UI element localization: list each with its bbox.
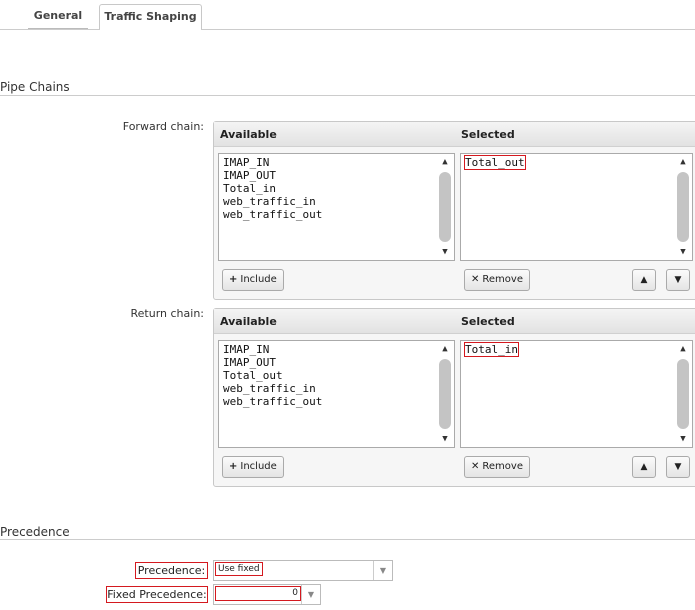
tab-traffic-shaping[interactable]: Traffic Shaping: [99, 4, 202, 29]
available-title: Available: [220, 315, 277, 328]
return-chain-label: Return chain:: [130, 307, 205, 320]
return-available-list[interactable]: IMAP_IN IMAP_OUT Total_out web_traffic_i…: [218, 340, 455, 448]
list-item[interactable]: Total_in: [223, 182, 276, 195]
scrollbar[interactable]: ▲ ▼: [438, 156, 452, 258]
chevron-down-icon: ▼: [674, 275, 682, 285]
precedence-label: Precedence:: [135, 562, 208, 579]
fixed-precedence-label: Fixed Precedence:: [106, 586, 208, 603]
return-move-down-button[interactable]: ▼: [666, 456, 690, 478]
scroll-up-icon[interactable]: ▲: [680, 157, 686, 167]
section-title-precedence: Precedence: [0, 525, 70, 539]
forward-move-up-button[interactable]: ▲: [632, 269, 656, 291]
forward-chain-label: Forward chain:: [122, 120, 204, 133]
return-move-up-button[interactable]: ▲: [632, 456, 656, 478]
forward-remove-button[interactable]: ✕Remove: [464, 269, 530, 291]
scroll-down-icon[interactable]: ▼: [680, 247, 686, 257]
selected-title: Selected: [461, 315, 515, 328]
scroll-up-icon[interactable]: ▲: [442, 344, 448, 354]
scroll-down-icon[interactable]: ▼: [442, 247, 448, 257]
chevron-down-icon: ▼: [674, 462, 682, 472]
section-divider: [0, 95, 695, 96]
list-item[interactable]: IMAP_IN: [223, 156, 270, 169]
return-chain-chooser: Available Selected IMAP_IN IMAP_OUT Tota…: [213, 308, 695, 487]
available-title: Available: [220, 128, 277, 141]
section-title-pipe-chains: Pipe Chains: [0, 80, 70, 94]
list-item[interactable]: web_traffic_in: [223, 195, 316, 208]
list-item[interactable]: web_traffic_out: [223, 208, 323, 221]
scroll-down-icon[interactable]: ▼: [442, 434, 448, 444]
list-item[interactable]: Total_in: [464, 342, 519, 357]
list-item[interactable]: IMAP_OUT: [223, 356, 276, 369]
list-item[interactable]: web_traffic_out: [223, 395, 323, 408]
return-selected-list[interactable]: Total_in ▲ ▼: [460, 340, 693, 448]
list-item[interactable]: Total_out: [464, 155, 526, 170]
precedence-select-value: Use fixed: [215, 562, 263, 576]
return-remove-button[interactable]: ✕Remove: [464, 456, 530, 478]
chevron-down-icon[interactable]: ▼: [373, 561, 392, 580]
scroll-thumb[interactable]: [677, 172, 689, 242]
chevron-up-icon: ▲: [640, 275, 648, 285]
scrollbar[interactable]: ▲ ▼: [676, 343, 690, 445]
tab-divider: [0, 29, 695, 30]
precedence-select[interactable]: Use fixed ▼: [213, 560, 393, 581]
list-item[interactable]: web_traffic_in: [223, 382, 316, 395]
fixed-precedence-value[interactable]: 0: [215, 586, 301, 601]
chevron-up-icon: ▲: [640, 462, 648, 472]
scroll-thumb[interactable]: [439, 172, 451, 242]
forward-available-list[interactable]: IMAP_IN IMAP_OUT Total_in web_traffic_in…: [218, 153, 455, 261]
list-item[interactable]: IMAP_IN: [223, 343, 270, 356]
close-icon: ✕: [471, 461, 480, 472]
forward-include-button[interactable]: +Include: [222, 269, 284, 291]
scroll-thumb[interactable]: [677, 359, 689, 429]
return-include-button[interactable]: +Include: [222, 456, 284, 478]
scrollbar[interactable]: ▲ ▼: [676, 156, 690, 258]
close-icon: ✕: [471, 274, 480, 285]
fixed-precedence-spinner[interactable]: 0 ▼: [213, 584, 321, 605]
list-item[interactable]: IMAP_OUT: [223, 169, 276, 182]
scroll-thumb[interactable]: [439, 359, 451, 429]
list-item[interactable]: Total_out: [223, 369, 283, 382]
scroll-down-icon[interactable]: ▼: [680, 434, 686, 444]
selected-title: Selected: [461, 128, 515, 141]
plus-icon: +: [229, 461, 238, 472]
chooser-header: Available Selected: [214, 122, 695, 147]
section-divider: [0, 539, 695, 540]
chevron-down-icon[interactable]: ▼: [301, 585, 320, 604]
scroll-up-icon[interactable]: ▲: [680, 344, 686, 354]
forward-selected-list[interactable]: Total_out ▲ ▼: [460, 153, 693, 261]
tab-general[interactable]: General: [28, 4, 88, 29]
chooser-header: Available Selected: [214, 309, 695, 334]
forward-move-down-button[interactable]: ▼: [666, 269, 690, 291]
plus-icon: +: [229, 274, 238, 285]
forward-chain-chooser: Available Selected IMAP_IN IMAP_OUT Tota…: [213, 121, 695, 300]
scroll-up-icon[interactable]: ▲: [442, 157, 448, 167]
scrollbar[interactable]: ▲ ▼: [438, 343, 452, 445]
